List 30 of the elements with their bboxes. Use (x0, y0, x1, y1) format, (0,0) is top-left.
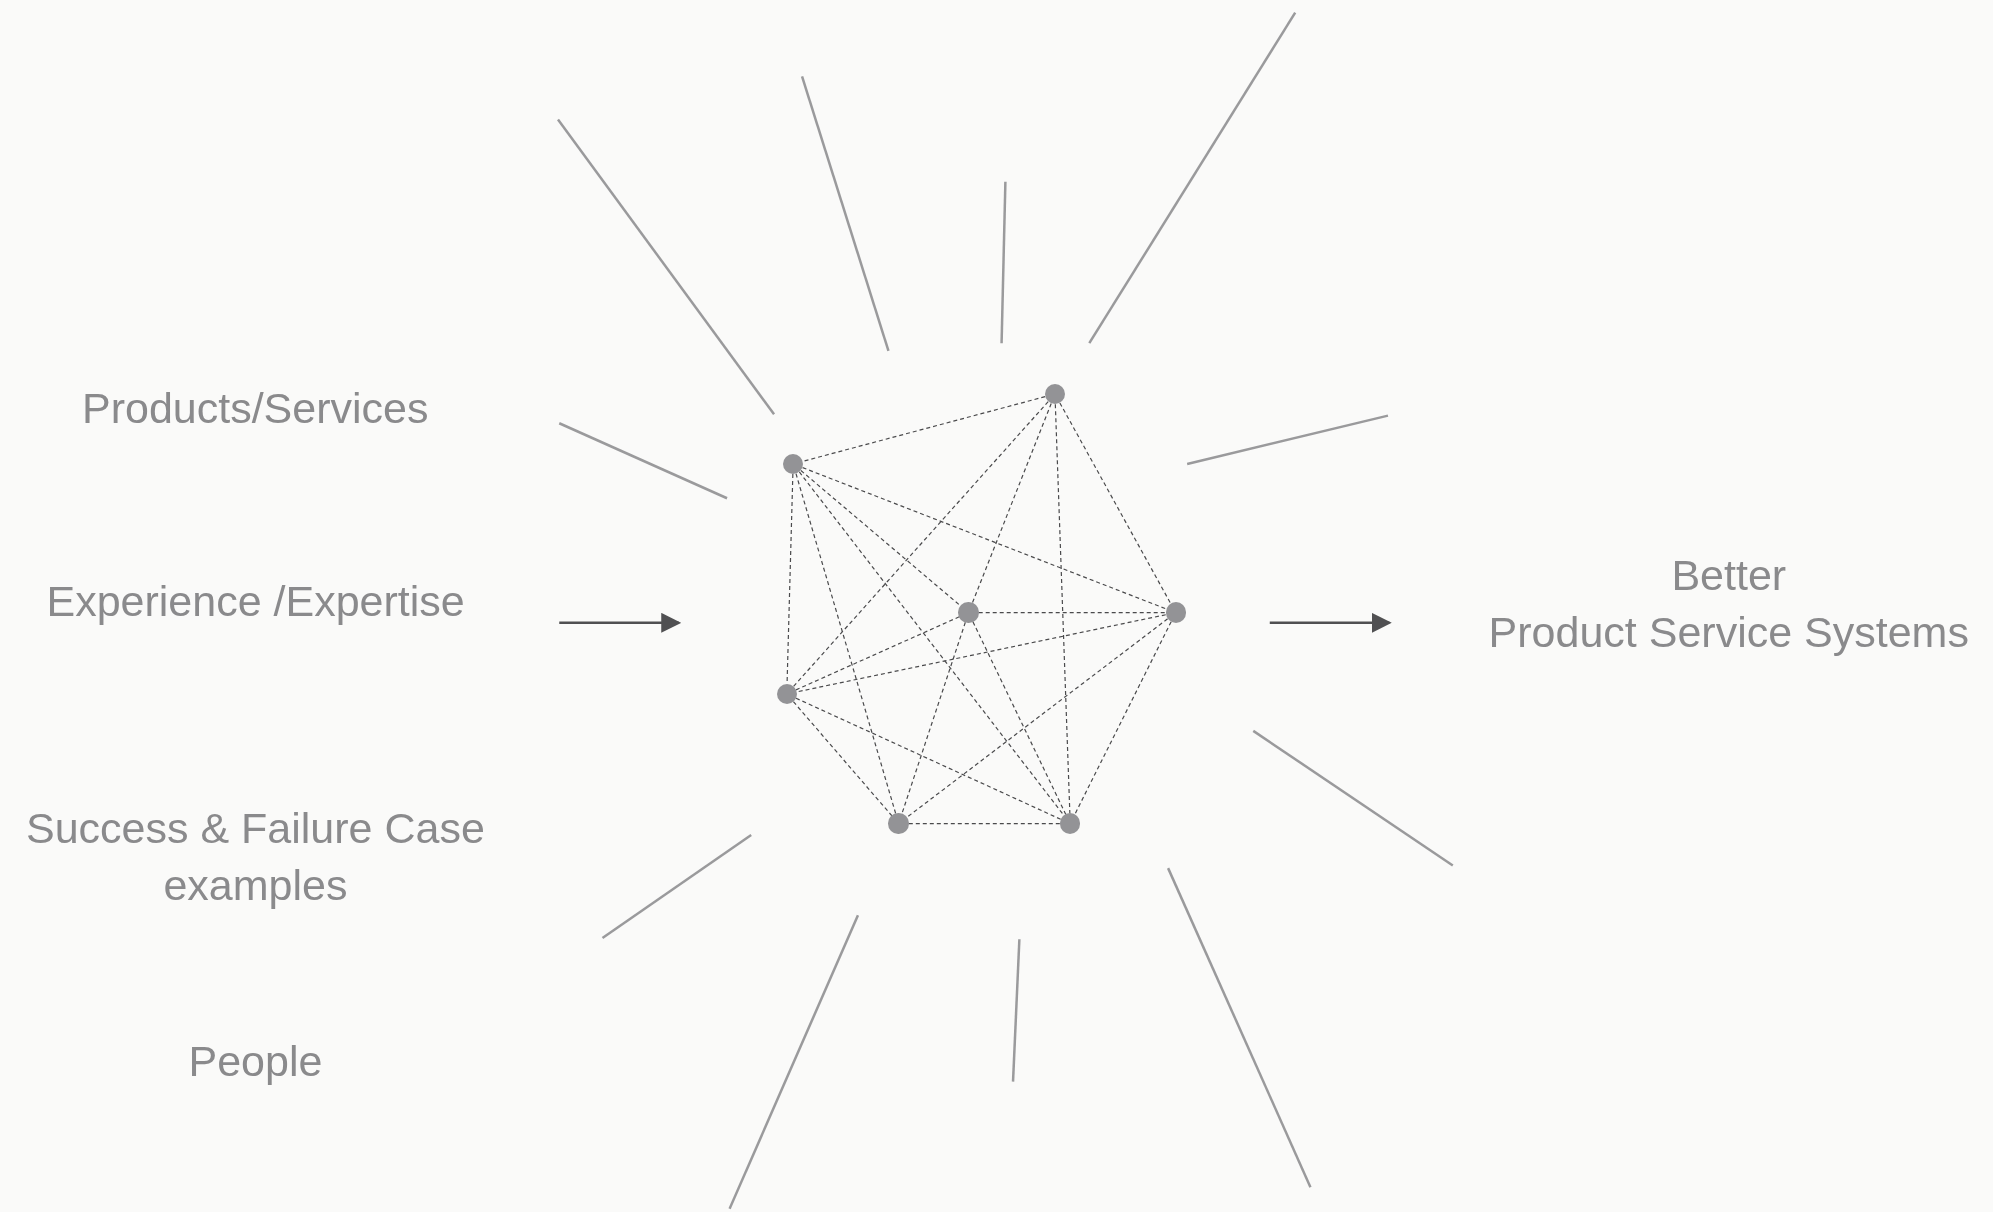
dashed-connector (1059, 402, 1172, 605)
output-label: Better Product Service Systems (1488, 546, 1969, 661)
dashed-connector (972, 621, 1067, 816)
dashed-connector (978, 612, 1167, 614)
dashed-connector (1074, 621, 1172, 816)
dashed-connector (795, 697, 1062, 820)
dashed-connector (796, 614, 1167, 693)
dashed-connector (802, 396, 1046, 462)
dashed-connector (906, 618, 1169, 819)
dashed-connector (802, 467, 1167, 610)
network-dot (958, 602, 979, 623)
network-dot (1165, 602, 1186, 623)
network-dot (776, 683, 797, 705)
dashed-connector (792, 401, 1049, 687)
dashed-connector (901, 621, 966, 815)
input-label: People (188, 1032, 323, 1090)
dashed-connector (908, 823, 1061, 825)
dashed-connector (795, 616, 960, 691)
dashed-connector (971, 402, 1052, 604)
input-label: Products/Services (81, 379, 429, 437)
dashed-connector (800, 469, 962, 607)
network-dot (1044, 383, 1066, 405)
input-label: Success & Failure Case examples (25, 799, 485, 914)
dashed-connector (1054, 403, 1071, 815)
network-dot (888, 813, 909, 834)
dashed-connector (795, 473, 897, 815)
network-dot (782, 453, 804, 475)
input-label: Experience /Expertise (46, 572, 465, 630)
dashed-connector (792, 701, 893, 817)
network-dot (1060, 813, 1081, 834)
